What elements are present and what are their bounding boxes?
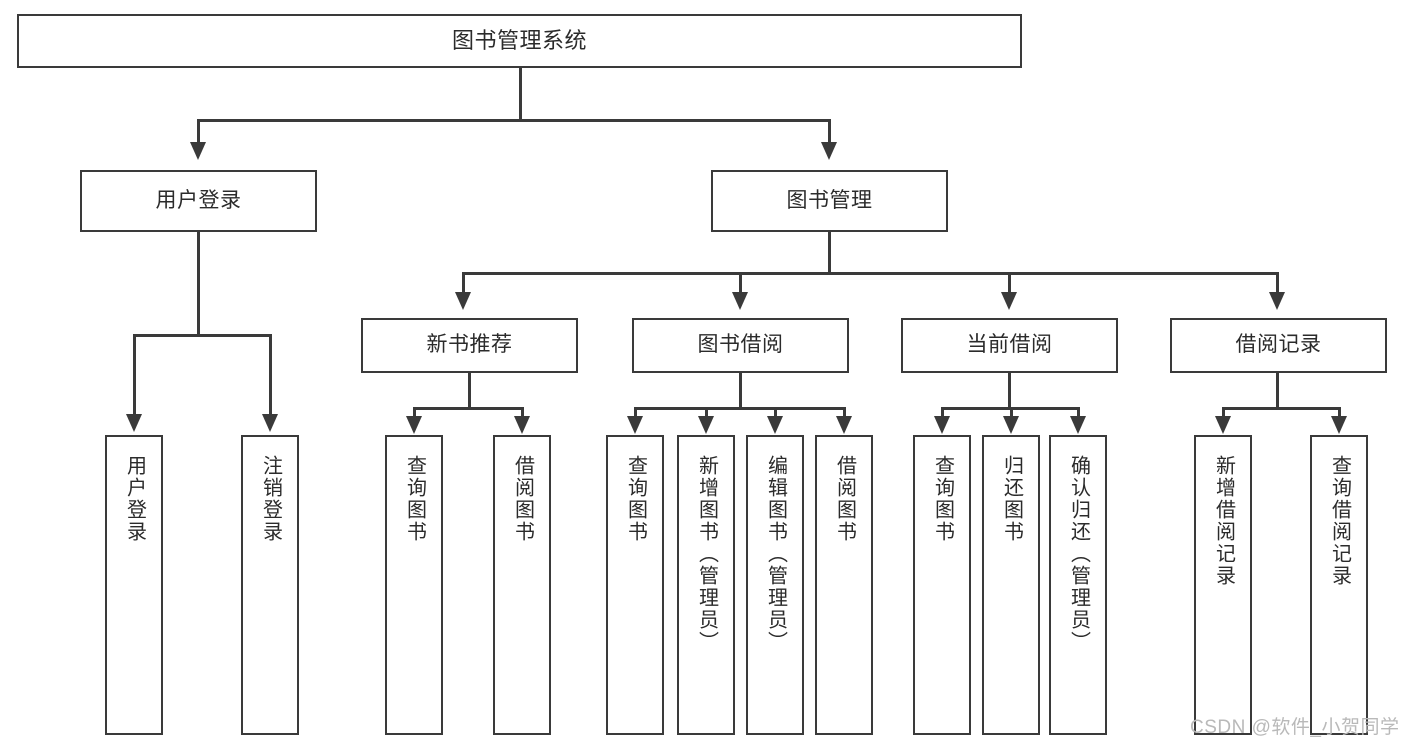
node-label: 确认归还（管理员）: [1067, 455, 1090, 653]
node-label: 图书借阅: [697, 333, 784, 357]
node-label: 查询图书: [624, 455, 647, 543]
connector-drop-book-mgmt: [828, 119, 831, 144]
connector-drop-br-query: [1338, 407, 1341, 419]
node-label: 借阅记录: [1235, 333, 1322, 357]
arrow-cb-confirm: [1070, 416, 1086, 434]
connector-drop-nb-borrow: [521, 407, 524, 419]
leaf-bb-add-book[interactable]: 新增图书（管理员）: [677, 435, 735, 735]
connector-drop-cb-confirm: [1077, 407, 1080, 419]
node-new-book-recommend[interactable]: 新书推荐: [361, 318, 578, 373]
leaf-nb-query-book[interactable]: 查询图书: [385, 435, 443, 735]
node-label: 当前借阅: [966, 333, 1053, 357]
node-label: 借阅图书: [511, 455, 534, 543]
connector-book-mgmt-bus: [462, 272, 1278, 275]
leaf-user-login[interactable]: 用户登录: [105, 435, 163, 735]
arrow-book-mgmt: [821, 142, 837, 160]
node-label: 用户登录: [155, 188, 242, 212]
node-label: 查询图书: [403, 455, 426, 543]
leaf-br-add-record[interactable]: 新增借阅记录: [1194, 435, 1252, 735]
leaf-cb-query-book[interactable]: 查询图书: [913, 435, 971, 735]
connector-drop-bb-borrow: [843, 407, 846, 419]
node-borrow-record[interactable]: 借阅记录: [1170, 318, 1387, 373]
connector-drop-book-borrow: [739, 272, 742, 294]
node-label: 查询图书: [931, 455, 954, 543]
connector-bb-stem: [739, 373, 742, 409]
node-label: 图书管理系统: [451, 28, 587, 54]
connector-drop-br-add: [1222, 407, 1225, 419]
arrow-current-borrow: [1001, 292, 1017, 310]
connector-drop-bb-add: [705, 407, 708, 419]
connector-user-login-stem: [197, 232, 200, 336]
node-user-login[interactable]: 用户登录: [80, 170, 317, 232]
leaf-bb-query-book[interactable]: 查询图书: [606, 435, 664, 735]
node-label: 新书推荐: [426, 333, 513, 357]
node-book-borrow[interactable]: 图书借阅: [632, 318, 849, 373]
connector-br-stem: [1276, 373, 1279, 409]
connector-drop-cb-return: [1010, 407, 1013, 419]
connector-br-bus: [1222, 407, 1340, 410]
node-current-borrow[interactable]: 当前借阅: [901, 318, 1118, 373]
connector-drop-borrow-record: [1276, 272, 1279, 294]
watermark-text: CSDN @软件_小贺同学: [1190, 717, 1400, 738]
connector-drop-cb-query: [941, 407, 944, 419]
node-book-management[interactable]: 图书管理: [711, 170, 948, 232]
node-root-system[interactable]: 图书管理系统: [17, 14, 1022, 68]
leaf-logout[interactable]: 注销登录: [241, 435, 299, 735]
connector-root-bus: [197, 119, 831, 122]
connector-drop-bb-edit: [774, 407, 777, 419]
connector-bb-bus: [634, 407, 845, 410]
connector-drop-bb-query: [634, 407, 637, 419]
connector-drop-current-borrow: [1008, 272, 1011, 294]
arrow-leaf-user-login: [126, 414, 142, 432]
arrow-book-borrow: [732, 292, 748, 310]
leaf-bb-borrow-book[interactable]: 借阅图书: [815, 435, 873, 735]
node-label: 新增借阅记录: [1212, 455, 1235, 587]
leaf-cb-confirm-return[interactable]: 确认归还（管理员）: [1049, 435, 1107, 735]
arrow-borrow-record: [1269, 292, 1285, 310]
node-label: 借阅图书: [833, 455, 856, 543]
arrow-cb-return: [1003, 416, 1019, 434]
arrow-nb-query: [406, 416, 422, 434]
node-label: 新增图书（管理员）: [695, 455, 718, 653]
arrow-br-query: [1331, 416, 1347, 434]
arrow-nb-borrow: [514, 416, 530, 434]
node-label: 用户登录: [123, 455, 146, 543]
arrow-bb-edit: [767, 416, 783, 434]
connector-new-book-stem: [468, 373, 471, 409]
connector-user-login-bus: [133, 334, 271, 337]
arrow-bb-borrow: [836, 416, 852, 434]
arrow-leaf-logout: [262, 414, 278, 432]
connector-new-book-bus: [413, 407, 523, 410]
arrow-bb-query: [627, 416, 643, 434]
connector-book-mgmt-stem: [828, 232, 831, 274]
connector-root-stem: [519, 68, 522, 120]
connector-drop-leaf-logout: [269, 334, 272, 416]
arrow-br-add: [1215, 416, 1231, 434]
leaf-br-query-record[interactable]: 查询借阅记录: [1310, 435, 1368, 735]
node-label: 归还图书: [1000, 455, 1023, 543]
connector-drop-leaf-user-login: [133, 334, 136, 416]
leaf-bb-edit-book[interactable]: 编辑图书（管理员）: [746, 435, 804, 735]
arrow-cb-query: [934, 416, 950, 434]
arrow-bb-add: [698, 416, 714, 434]
connector-drop-user-login: [197, 119, 200, 144]
leaf-nb-borrow-book[interactable]: 借阅图书: [493, 435, 551, 735]
connector-drop-new-book: [462, 272, 465, 294]
node-label: 编辑图书（管理员）: [764, 455, 787, 653]
connector-drop-nb-query: [413, 407, 416, 419]
node-label: 图书管理: [786, 188, 873, 212]
arrow-new-book: [455, 292, 471, 310]
arrow-user-login: [190, 142, 206, 160]
node-label: 注销登录: [259, 455, 282, 543]
leaf-cb-return-book[interactable]: 归还图书: [982, 435, 1040, 735]
node-label: 查询借阅记录: [1328, 455, 1351, 587]
connector-cb-stem: [1008, 373, 1011, 409]
